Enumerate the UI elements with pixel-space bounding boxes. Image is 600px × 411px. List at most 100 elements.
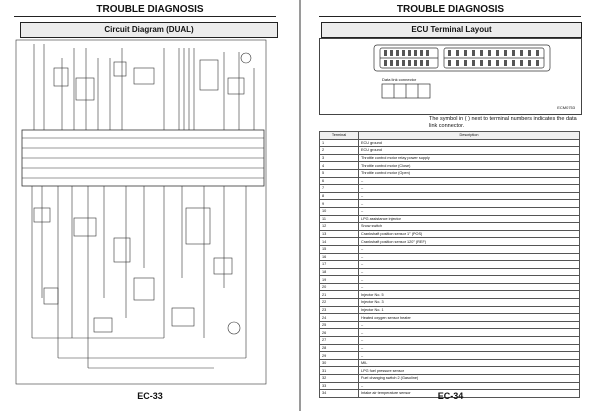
terminal-number: 31 — [319, 366, 359, 375]
terminal-number: 15 — [319, 244, 359, 254]
terminal-description: Injector No. 1 — [358, 305, 580, 315]
terminal-description: – — [358, 176, 580, 186]
terminal-description: – — [358, 199, 580, 208]
table-row: 15– — [319, 244, 580, 254]
terminal-number: 27 — [319, 336, 359, 345]
terminal-number: 30 — [319, 358, 359, 368]
terminal-description: – — [358, 244, 580, 254]
terminal-description: – — [358, 191, 580, 201]
right-page-header: TROUBLE DIAGNOSIS — [396, 4, 505, 15]
terminal-description: Heated oxygen sensor heater — [358, 313, 580, 322]
left-page-header: TROUBLE DIAGNOSIS — [96, 4, 204, 15]
terminal-description: Fuel changing switch 2 (Gasoline) — [358, 374, 580, 383]
terminal-description: – — [358, 260, 580, 269]
table-row: 25– — [319, 320, 580, 330]
terminal-number: 13 — [319, 229, 359, 239]
left-header-rule — [14, 16, 276, 17]
terminal-description: LPG assistance injector — [358, 214, 580, 224]
terminal-description: – — [358, 282, 580, 292]
terminal-description: – — [358, 328, 580, 338]
terminal-number: 23 — [319, 305, 359, 315]
terminal-number: 1 — [319, 138, 359, 148]
terminal-number: 4 — [319, 161, 359, 170]
ecu-connector-drawing — [373, 44, 551, 99]
terminal-number: 18 — [319, 267, 359, 277]
terminal-number: 3 — [319, 153, 359, 163]
terminal-number: 6 — [319, 176, 359, 186]
right-page: TROUBLE DIAGNOSIS ECU Terminal Layout — [301, 0, 600, 411]
terminal-description: – — [358, 320, 580, 330]
table-row: 17– — [319, 260, 580, 269]
terminal-number: 10 — [319, 206, 359, 216]
terminal-number: 26 — [319, 328, 359, 338]
left-page-number: EC-33 — [137, 391, 163, 401]
terminal-description: Injector No. 3 — [358, 298, 580, 307]
table-row: 20– — [319, 282, 580, 292]
terminal-description: ECU ground — [358, 146, 580, 155]
terminal-description: – — [358, 343, 580, 353]
terminal-note: The symbol in ( ) next to terminal numbe… — [429, 116, 577, 129]
table-row: 16– — [319, 252, 580, 262]
terminal-description: Intake air temperature sensor — [358, 389, 580, 398]
terminal-description: – — [358, 184, 580, 193]
terminal-number: 25 — [319, 320, 359, 330]
table-row: 28– — [319, 343, 580, 353]
description-column-header: Description — [358, 131, 580, 140]
table-row: 26– — [319, 328, 580, 338]
page-divider — [299, 0, 302, 411]
terminal-number: 11 — [319, 214, 359, 224]
table-row: 33– — [319, 381, 580, 391]
terminal-description: – — [358, 275, 580, 284]
circuit-diagram — [15, 39, 267, 385]
ecu-connector-figure: Data link connector ECM0753 — [319, 38, 582, 115]
terminal-number: 7 — [319, 184, 359, 193]
terminal-description: Snow switch — [358, 222, 580, 231]
terminal-number: 16 — [319, 252, 359, 262]
right-page-number: EC-34 — [437, 391, 464, 401]
terminal-number: 14 — [319, 237, 359, 246]
terminal-description: Crankshaft position sensor 120° (REF) — [358, 237, 580, 246]
terminal-description: – — [358, 252, 580, 262]
terminal-description: – — [358, 206, 580, 216]
table-row: 6– — [319, 176, 580, 186]
terminal-number: 19 — [319, 275, 359, 284]
terminal-number: 32 — [319, 374, 359, 383]
terminal-number: 29 — [319, 351, 359, 360]
table-header-row: Terminal Description — [319, 131, 580, 140]
terminal-description: Throttle control motor (Close) — [358, 161, 580, 170]
right-header-rule — [319, 16, 581, 17]
terminal-description: – — [358, 267, 580, 277]
terminal-description: Injector No. 5 — [358, 290, 580, 300]
terminal-column-header: Terminal — [319, 131, 359, 140]
terminal-description: MIL — [358, 358, 580, 368]
table-row: 8– — [319, 191, 580, 201]
terminal-number: 9 — [319, 199, 359, 208]
terminal-description: Crankshaft position sensor 1° (POS) — [358, 229, 580, 239]
terminal-number: 2 — [319, 146, 359, 155]
terminal-number: 22 — [319, 298, 359, 307]
terminal-number: 20 — [319, 282, 359, 292]
left-page: TROUBLE DIAGNOSIS Circuit Diagram (DUAL) — [14, 4, 278, 401]
terminal-description: ECU ground — [358, 138, 580, 148]
terminal-number: 8 — [319, 191, 359, 201]
terminal-number: 28 — [319, 343, 359, 353]
terminal-number: 12 — [319, 222, 359, 231]
data-link-connector-label: Data link connector — [382, 77, 417, 82]
table-row: 19– — [319, 275, 580, 284]
